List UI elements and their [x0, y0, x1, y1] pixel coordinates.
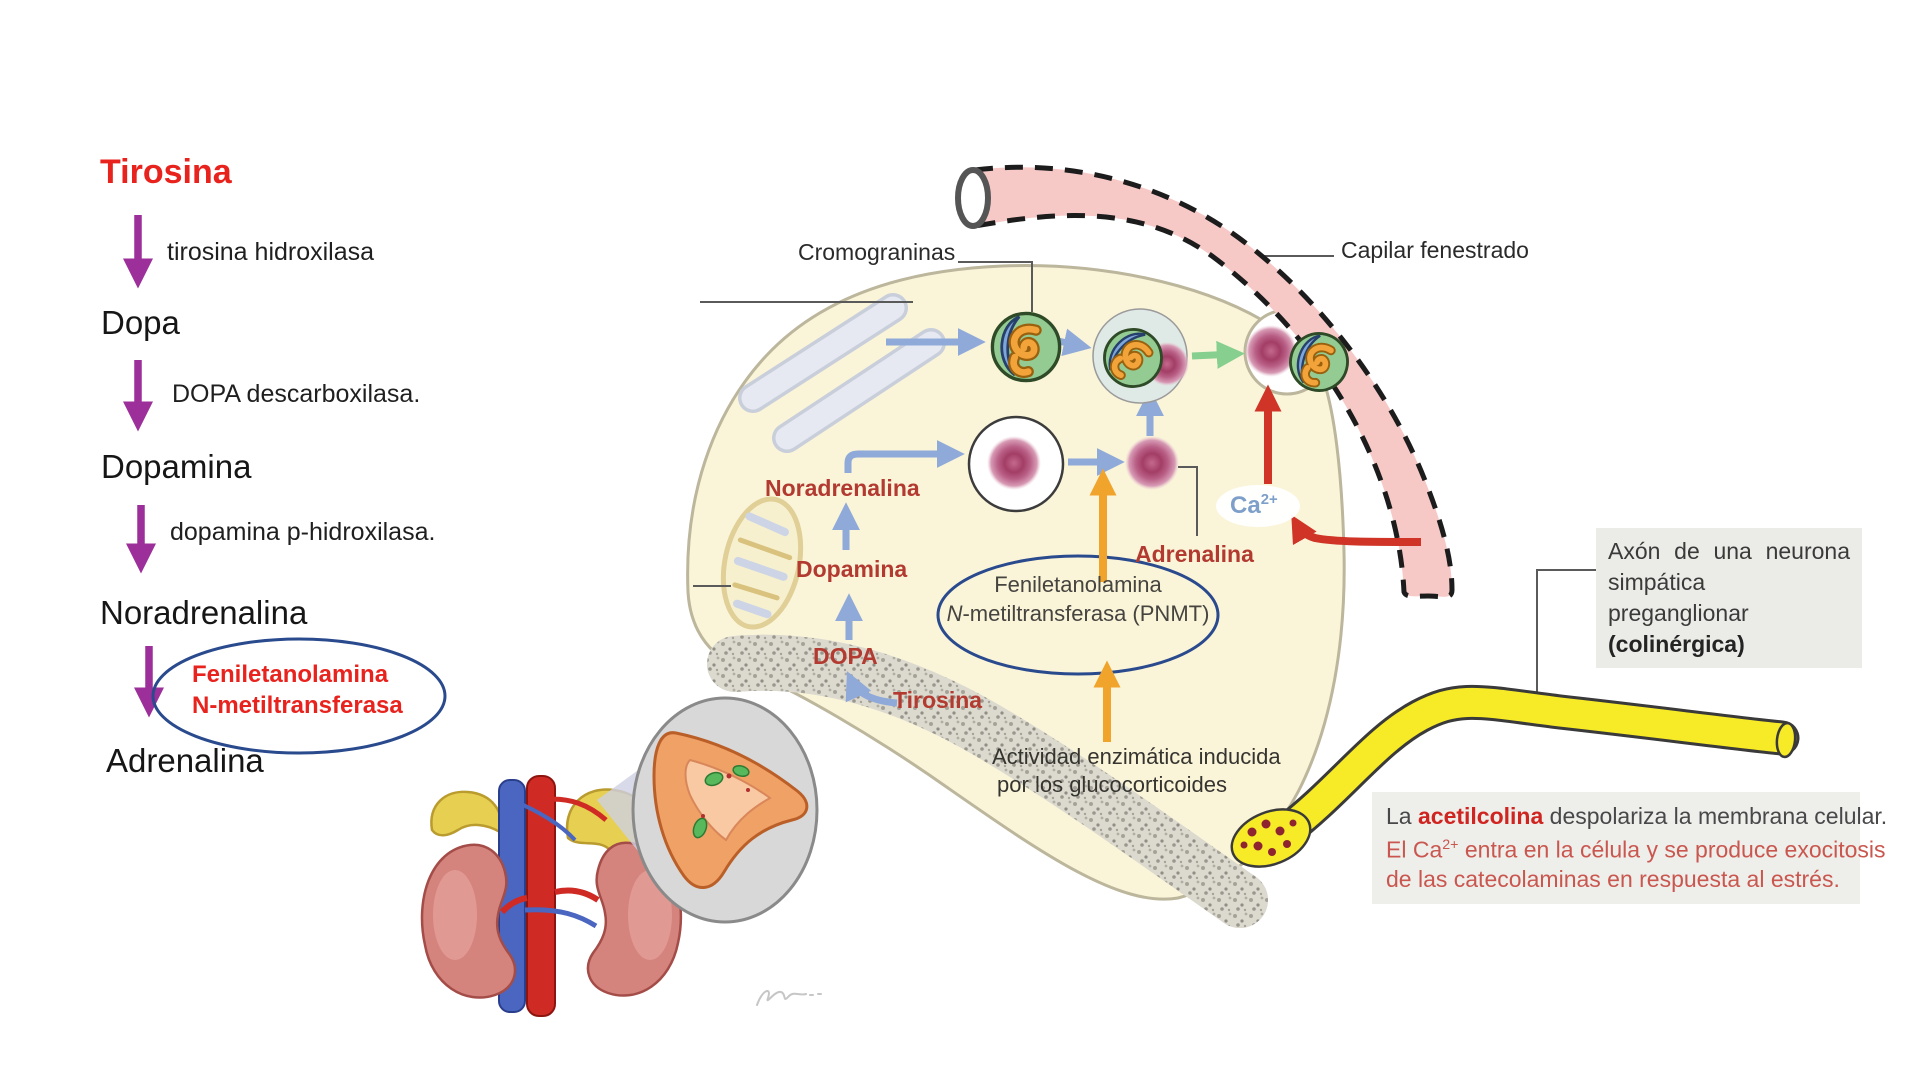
axon-label-line3: (colinérgica)	[1608, 631, 1745, 657]
pathway-pnmt-line1: Feniletanolamina	[192, 661, 389, 688]
note-ca-superscript: 2+	[1442, 837, 1459, 853]
adrenaline-granule	[1125, 436, 1179, 490]
note-line1-pre: La	[1386, 803, 1418, 829]
endoplasmic-reticulum-tubes	[738, 293, 946, 453]
pathway-dopa-label: Dopa	[101, 304, 180, 341]
note-line2-post: entra en la célula y se produce exocitos…	[1458, 836, 1886, 863]
cell-noradrenalina-label: Noradrenalina	[765, 475, 920, 501]
cell-dopamina-label: Dopamina	[796, 556, 908, 582]
capillary-open-end	[955, 167, 991, 229]
chromaffin-cell-body	[686, 264, 1346, 901]
pnmt-highlight-ellipse	[151, 637, 447, 755]
note-line1-post: despolariza la membrana celular.	[1543, 803, 1888, 829]
axon-label-line2: simpática preganglionar	[1608, 569, 1749, 626]
note-line3: de las catecolaminas en respuesta al est…	[1386, 865, 1840, 892]
pathway-enzyme-dopamina-hidroxilasa: dopamina p-hidroxilasa.	[170, 518, 436, 546]
leader-lines	[693, 255, 1598, 712]
pathway-tirosina-label: Tirosina	[100, 153, 232, 191]
cell-arrows	[832, 328, 1422, 742]
pathway-pnmt-line2: N-metiltransferasa	[192, 692, 403, 719]
actividad-line1: Actividad enzimática inducida	[992, 744, 1281, 769]
cell-tirosina-label: Tirosina	[893, 687, 983, 713]
ca-base: Ca	[1230, 492, 1261, 519]
pathway-enzyme-tirosina-hidroxilasa: tirosina hidroxilasa	[167, 238, 375, 266]
axon-label-line1: Axón de una neurona	[1608, 538, 1850, 564]
exocytosed-granule	[1245, 325, 1297, 377]
calcium-ion-label: Ca2+	[1230, 492, 1278, 520]
axon-terminal-bouton	[1230, 808, 1312, 868]
fenestrated-capillary	[972, 164, 1455, 600]
golgi-vesicle-icon	[992, 313, 1059, 380]
calcium-halo	[1216, 485, 1300, 527]
pathway-enzyme-dopa-descarboxilasa: DOPA descarboxilasa.	[172, 380, 421, 408]
artist-signature	[756, 989, 822, 1006]
adrenal-cross-section-inset	[631, 696, 819, 924]
cell-adrenalina-label: Adrenalina	[1135, 541, 1254, 567]
cromograninas-label: Cromograninas	[798, 239, 956, 265]
note-acetilcolina: acetilcolina	[1417, 803, 1544, 829]
ca-superscript: 2+	[1260, 492, 1278, 508]
acetylcholine-note-box: La acetilcolina despolariza la membrana …	[1372, 792, 1887, 904]
connective-tissue-band	[707, 634, 1268, 928]
note-line1: La acetilcolina despolariza la membrana …	[1386, 802, 1887, 831]
pnmt-italic-n: N	[946, 601, 963, 626]
pnmt-rest: -metiltransferasa (PNMT)	[962, 601, 1210, 626]
axon-label-box: Axón de una neurona simpática preganglio…	[1596, 528, 1862, 668]
capilar-fenestrado-label: Capilar fenestrado	[1341, 237, 1529, 263]
mitochondrion	[720, 496, 804, 630]
pathway-noradrenalina-label: Noradrenalina	[100, 594, 308, 631]
pathway-adrenalina-label: Adrenalina	[106, 742, 264, 779]
pnmt-ellipse-line2: N-metiltransferasa (PNMT)	[936, 601, 1220, 627]
pnmt-ellipse-line1: Feniletanolamina	[994, 572, 1162, 597]
note-line2-pre: El Ca	[1386, 836, 1443, 863]
pnmt-cell-ellipse	[936, 554, 1220, 676]
pathway-arrows	[123, 215, 164, 718]
note-line2: El Ca2+ entra en la célula y se produce …	[1386, 831, 1886, 865]
actividad-line2: por los glucocorticoides	[997, 772, 1227, 797]
axon-end-cap	[1775, 721, 1797, 759]
noradrenaline-granule	[987, 436, 1041, 490]
sympathetic-axon	[1267, 684, 1800, 850]
cell-dopa-label: DOPA	[813, 643, 878, 669]
pathway-dopamina-label: Dopamina	[101, 448, 252, 485]
